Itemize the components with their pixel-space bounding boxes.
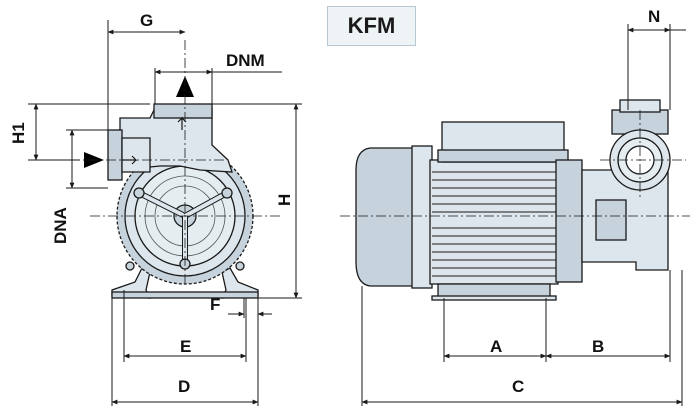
- side-motor-flange: [555, 159, 583, 283]
- side-view: [355, 99, 671, 301]
- dim-label-B: B: [592, 337, 604, 356]
- dim-label-E: E: [180, 337, 191, 356]
- side-dimension-labels: N A B C: [490, 7, 660, 396]
- dim-label-C: C: [512, 377, 524, 396]
- title-label: KFM: [347, 13, 396, 38]
- side-dimensions: [361, 24, 686, 406]
- front-dimensions: [28, 20, 302, 406]
- dim-label-D: D: [178, 377, 190, 396]
- front-dimension-labels: G DNM H1 DNA H F E D: [9, 11, 294, 396]
- dim-label-DNM: DNM: [226, 51, 265, 70]
- front-centerlines: [70, 40, 282, 286]
- side-motor-fins: [432, 171, 556, 277]
- dim-label-N: N: [648, 7, 660, 26]
- dim-label-F: F: [210, 295, 220, 314]
- dim-label-G: G: [140, 11, 153, 30]
- dim-label-H1: H1: [9, 122, 28, 144]
- side-centerlines: [340, 110, 690, 217]
- front-view: [107, 103, 259, 299]
- front-base: [111, 291, 259, 299]
- dim-label-A: A: [490, 337, 502, 356]
- side-fan-cover: [355, 147, 421, 287]
- front-inlet-flange: [107, 129, 123, 181]
- title-box: KFM: [327, 6, 416, 46]
- outlet-flow-arrow: [176, 76, 194, 97]
- dim-label-DNA: DNA: [51, 207, 70, 244]
- front-outlet-flange: [153, 103, 213, 119]
- dim-label-H: H: [275, 194, 294, 206]
- side-motor-body: [429, 159, 559, 285]
